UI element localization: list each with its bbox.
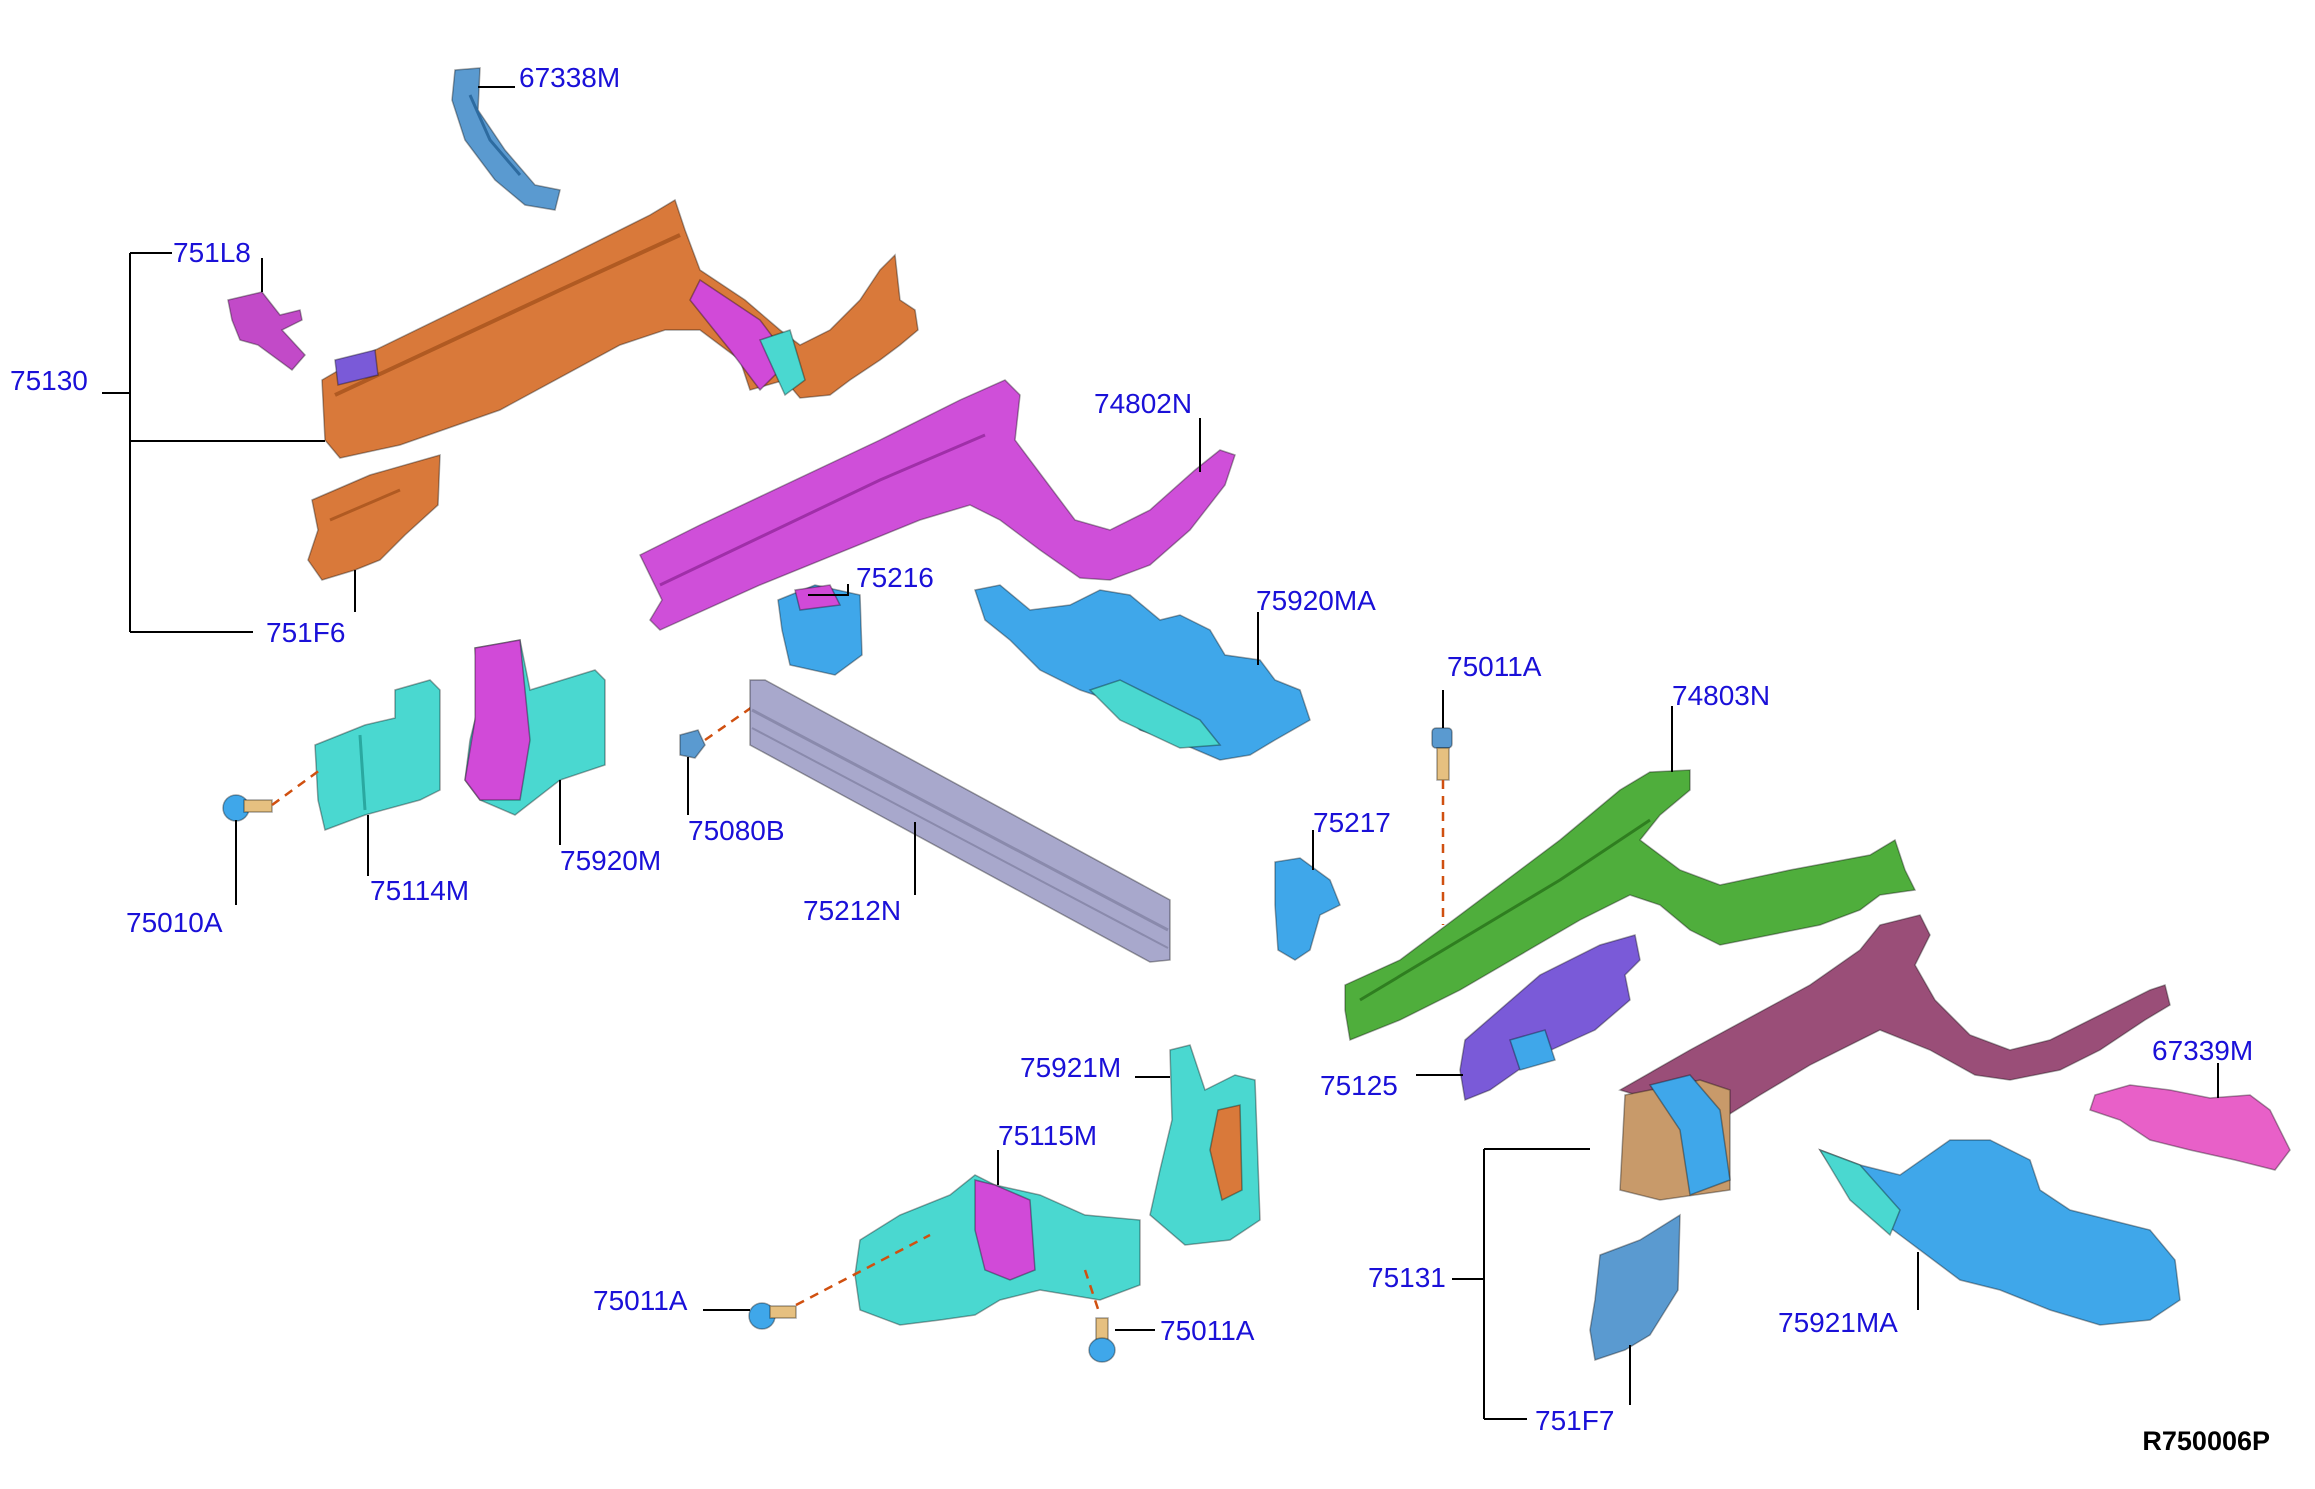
- part-751F6[interactable]: [307, 453, 441, 581]
- part-75921M[interactable]: [1149, 1044, 1261, 1246]
- label-75115M[interactable]: 75115M: [998, 1120, 1097, 1151]
- label-75011A-top[interactable]: 75011A: [1447, 651, 1542, 682]
- label-75921M[interactable]: 75921M: [1020, 1052, 1121, 1083]
- leader-lines: [102, 86, 2219, 1420]
- part-75216[interactable]: [777, 584, 863, 676]
- label-751F7[interactable]: 751F7: [1535, 1405, 1614, 1436]
- label-67338M[interactable]: 67338M: [519, 62, 620, 93]
- part-75920M[interactable]: [464, 639, 606, 816]
- part-75921MA[interactable]: [1818, 1139, 2181, 1326]
- part-74802N[interactable]: [638, 379, 1236, 631]
- part-751L8[interactable]: [227, 291, 307, 372]
- label-74802N[interactable]: 74802N: [1094, 388, 1192, 419]
- label-75011A-left[interactable]: 75011A: [593, 1285, 688, 1316]
- label-74803N[interactable]: 74803N: [1672, 680, 1770, 711]
- part-75130-member[interactable]: [321, 198, 919, 459]
- part-751F7[interactable]: [1589, 1213, 1681, 1361]
- part-75115M[interactable]: [854, 1174, 1141, 1326]
- label-751L8[interactable]: 751L8: [173, 237, 251, 268]
- label-751F6[interactable]: 751F6: [266, 617, 345, 648]
- label-75216[interactable]: 75216: [856, 562, 934, 593]
- label-67339M[interactable]: 67339M: [2152, 1035, 2253, 1066]
- label-75921MA[interactable]: 75921MA: [1778, 1307, 1898, 1338]
- diagram-code: R750006P: [2142, 1426, 2270, 1456]
- label-75217[interactable]: 75217: [1313, 807, 1391, 838]
- label-75920M[interactable]: 75920M: [560, 845, 661, 876]
- label-75131[interactable]: 75131: [1368, 1262, 1446, 1293]
- part-75212N[interactable]: [749, 679, 1171, 963]
- label-75125[interactable]: 75125: [1320, 1070, 1398, 1101]
- label-75114M[interactable]: 75114M: [370, 875, 469, 906]
- label-75920MA[interactable]: 75920MA: [1256, 585, 1376, 616]
- part-75920MA[interactable]: [974, 584, 1311, 761]
- part-75011A-left-bolt[interactable]: [748, 1233, 931, 1330]
- part-67338M[interactable]: [451, 67, 561, 211]
- label-75212N[interactable]: 75212N: [803, 895, 901, 926]
- part-75010A-bolt[interactable]: [222, 768, 321, 822]
- label-75010A[interactable]: 75010A: [126, 907, 223, 938]
- part-74803N[interactable]: [1344, 769, 1917, 1042]
- label-75130[interactable]: 75130: [10, 365, 88, 396]
- part-75011A-right-bolt[interactable]: [1083, 1269, 1116, 1363]
- part-labels: 67338M 751L8 75130 751F6 74802N 75216 75…: [10, 62, 2270, 1456]
- label-75011A-right[interactable]: 75011A: [1160, 1315, 1255, 1346]
- part-67339M[interactable]: [2089, 1084, 2291, 1171]
- part-75125[interactable]: [1459, 934, 1641, 1102]
- label-75080B[interactable]: 75080B: [688, 815, 785, 846]
- part-75080B-nut[interactable]: [679, 703, 756, 759]
- part-75114M[interactable]: [314, 679, 441, 832]
- part-75131-member[interactable]: [1618, 914, 2171, 1201]
- part-75011A-top-bolt[interactable]: [1431, 727, 1453, 925]
- part-75217[interactable]: [1274, 857, 1341, 961]
